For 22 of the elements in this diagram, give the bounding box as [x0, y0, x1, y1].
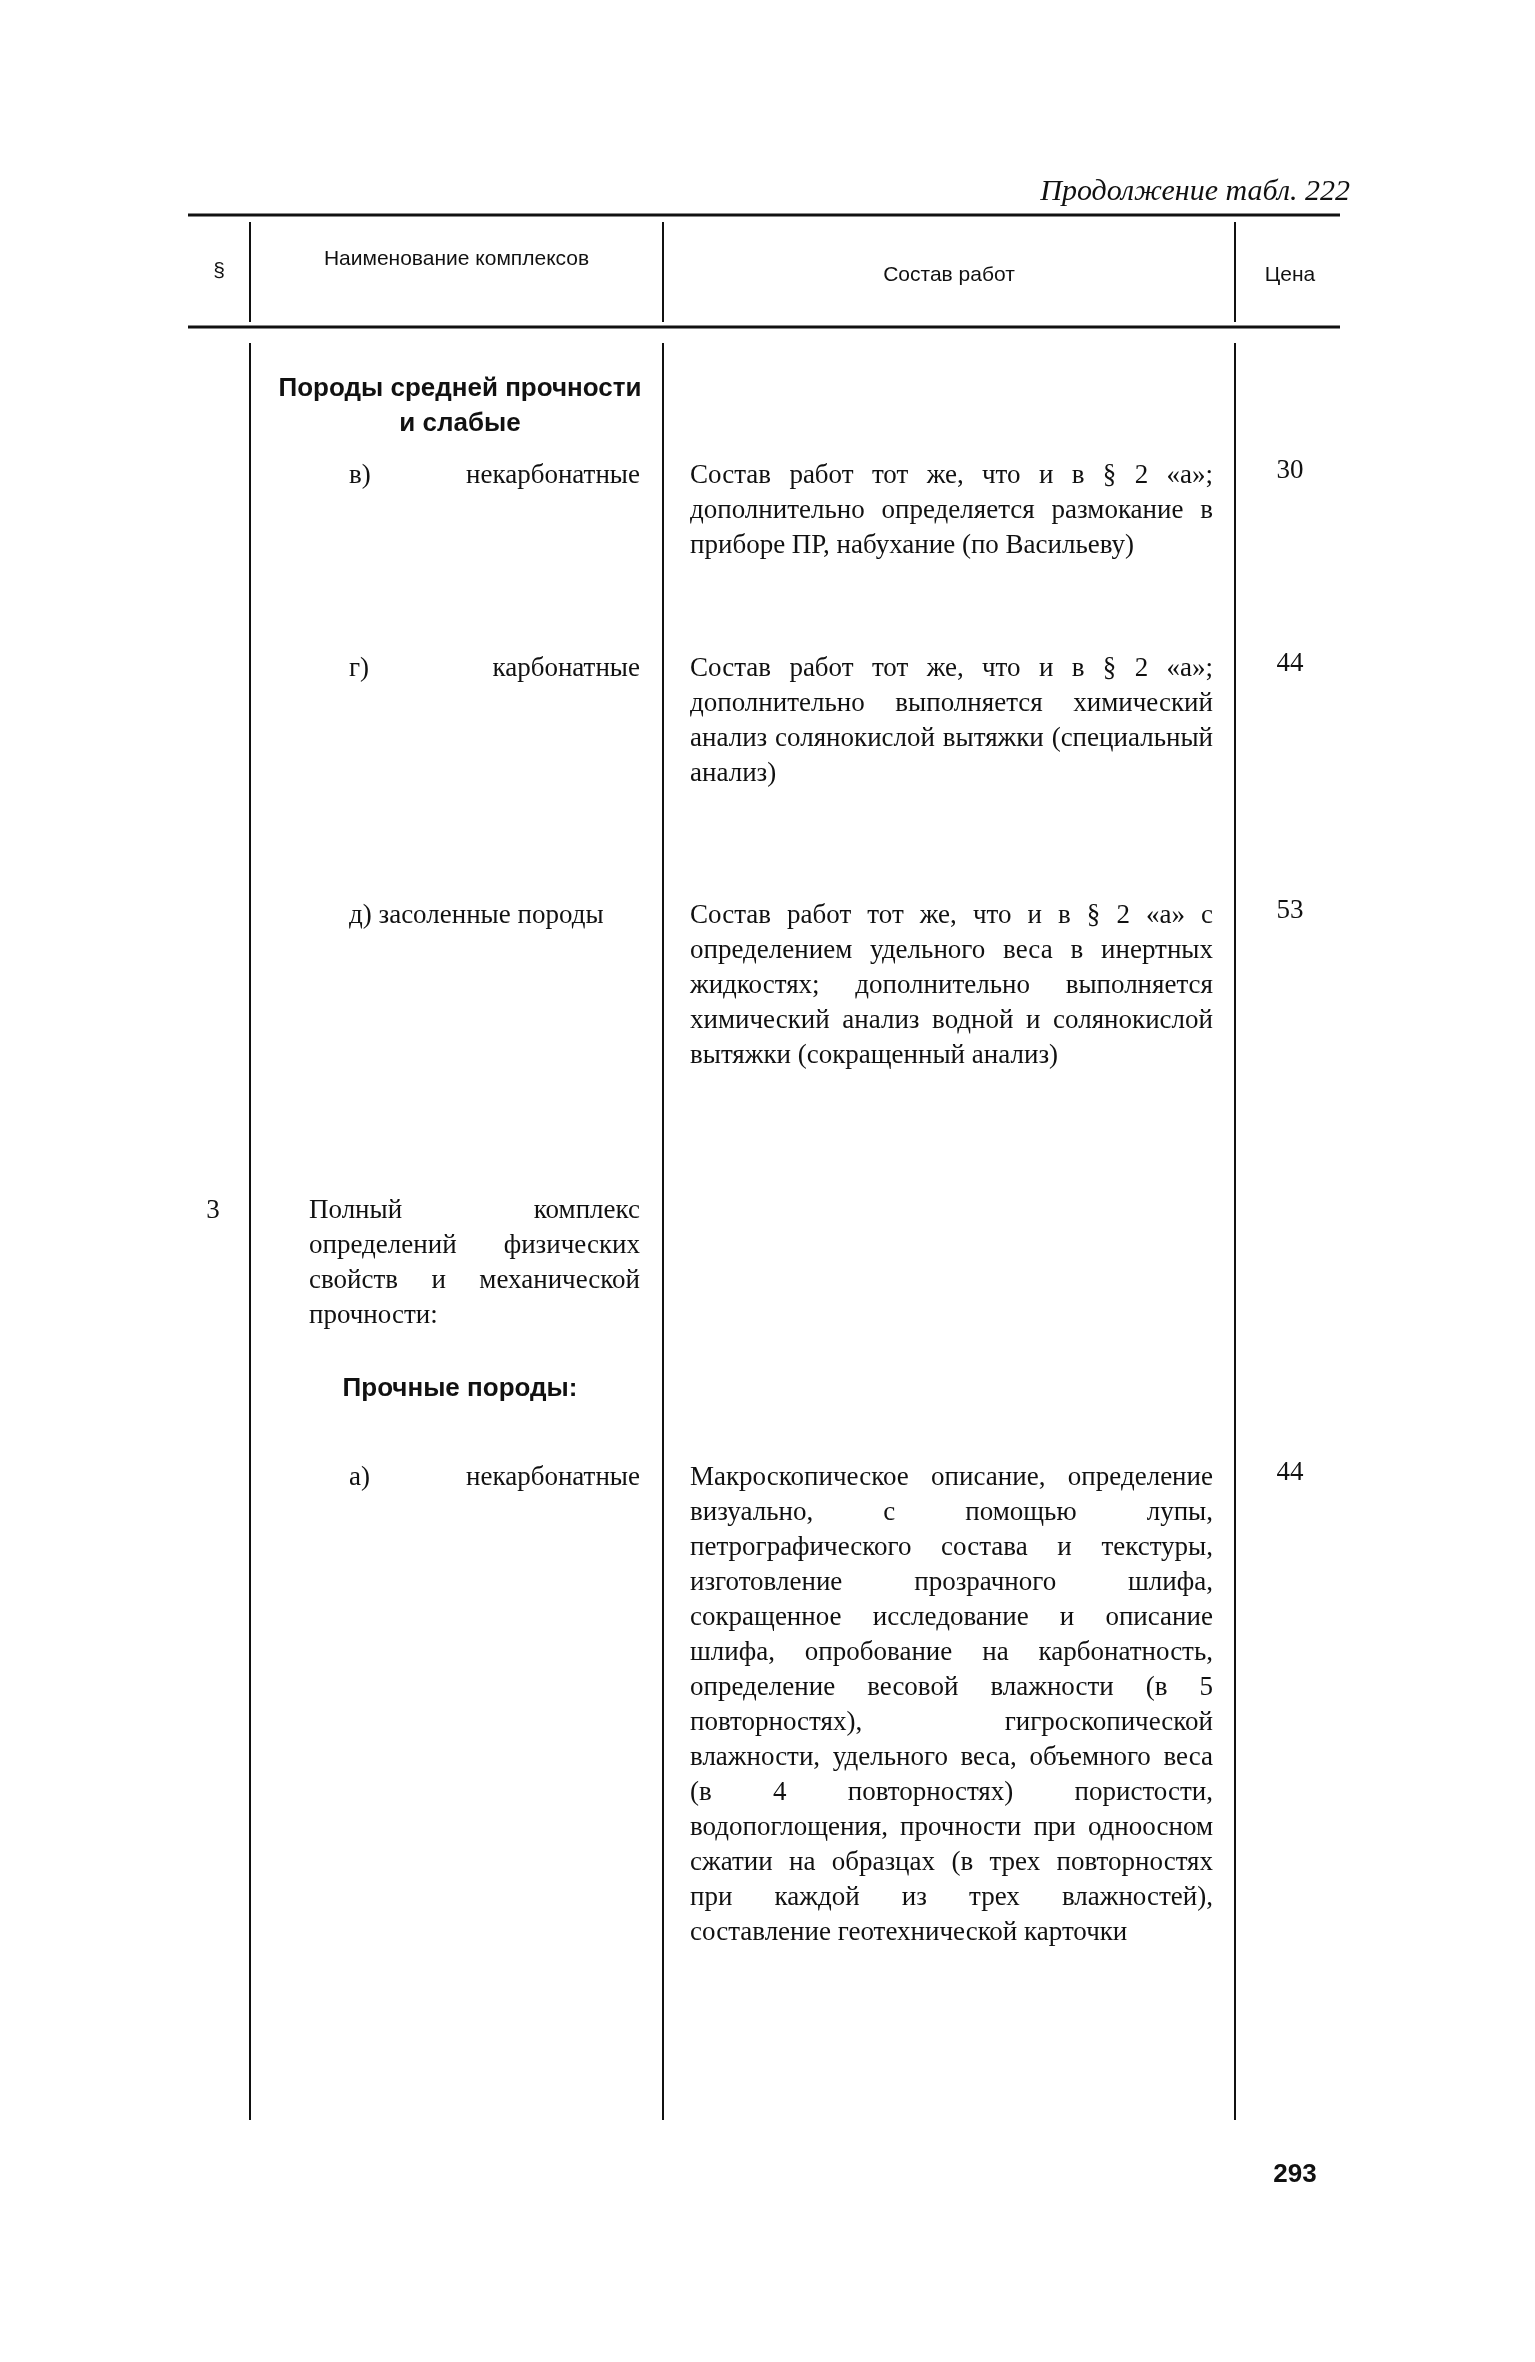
table-cell-text: а) некарбонатные	[349, 1460, 640, 1493]
column-header: §	[212, 258, 226, 282]
column-header: Цена	[1263, 262, 1317, 286]
table-cell-text: Состав работ тот же, что и в § 2 «а»; дополнительно определяется размокание в приборе ПР, набухание (по Васильеву)	[690, 458, 1213, 561]
section-heading: Породы средней прочности и слабые	[277, 371, 643, 439]
price-value: 44	[1275, 646, 1305, 679]
price-value: 53	[1275, 893, 1305, 926]
table-cell-text: Состав работ тот же, что и в § 2 «а» с определением удельного веса в инертных жидкостях; дополнительно выполняется химический анализ водной и солянокислой вытяжки (сокращенный анализ)	[690, 898, 1213, 1071]
table-cell-text: д) засоленные породы	[349, 898, 605, 931]
table-cell-text: г) карбонатные	[349, 651, 640, 684]
section-heading: Прочные породы:	[341, 1371, 579, 1404]
page-heading: Продолжение табл. 222	[1039, 172, 1350, 207]
column-header: Состав работ	[882, 262, 1016, 286]
table-cell-text: Полный комплекс определений физических свойств и механической прочности:	[309, 1193, 640, 1331]
table-cell-text: Макроскопическое описание, определение визуально, с помощью лупы, петрографического состава и текстуры, изготовление прозрачного шлифа, сокращенное исследование и описание шлифа, опробование на карбонатность, определение весовой влажности (в 5 повторностях), гигроскопической влажности, удельного веса, объемного веса (в 4 повторностях) пористости, водопоглощения, прочности при одноосном сжатии на образцах (в трех повторностях при каждой из трех влажностей), составление геотехнической карточки	[690, 1460, 1213, 1948]
page-number: 293	[1272, 2157, 1318, 2190]
column-header: Наименование комплексов	[322, 246, 591, 270]
price-value: 30	[1275, 453, 1305, 486]
section-number: 3	[205, 1193, 221, 1226]
table-cell-text: в) некарбонатные	[349, 458, 640, 491]
table-cell-text: Состав работ тот же, что и в § 2 «а»; дополнительно выполняется химический анализ солянокислой вытяжки (специальный анализ)	[690, 651, 1213, 789]
price-value: 44	[1275, 1455, 1305, 1488]
